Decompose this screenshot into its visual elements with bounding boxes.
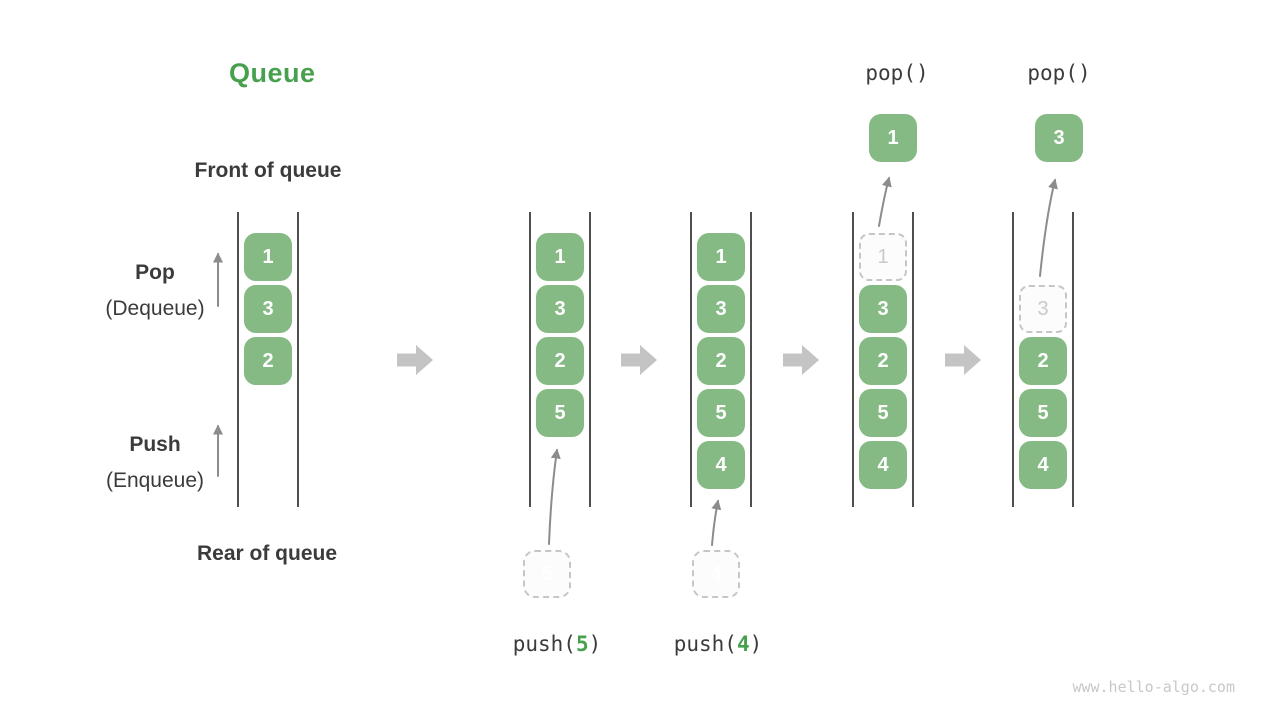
step-arrow-icon: [783, 345, 819, 375]
queue-item-box: 4: [697, 441, 745, 489]
queue-item-box: 5: [1019, 389, 1067, 437]
incoming-item-ghost: 4: [692, 550, 740, 598]
front-of-queue-label: Front of queue: [194, 159, 342, 182]
rear-of-queue-label: Rear of queue: [196, 542, 338, 565]
step-arrow-icon: [397, 345, 433, 375]
push-operation-label: push(4): [618, 632, 818, 656]
watermark: www.hello-algo.com: [1072, 678, 1235, 696]
push-label: Push: [129, 433, 181, 456]
queue-item-box: 4: [1019, 441, 1067, 489]
popped-item-box: 3: [1035, 114, 1083, 162]
queue-item-box: 2: [244, 337, 292, 385]
pop-operation-label: pop(): [865, 61, 929, 85]
queue-item-box: 2: [536, 337, 584, 385]
dequeued-slot-ghost: 1: [859, 233, 907, 281]
queue-item-box: 5: [859, 389, 907, 437]
queue-item-box: 1: [536, 233, 584, 281]
push-call-prefix: push(: [512, 632, 576, 656]
pop-operation-label: pop(): [1027, 61, 1091, 85]
queue-item-box: 3: [697, 285, 745, 333]
incoming-item-ghost: 5: [523, 550, 571, 598]
queue-state-2: 1 3 2 5: [529, 212, 591, 507]
enqueue-sublabel: (Enqueue): [105, 469, 205, 492]
step-arrow-icon: [945, 345, 981, 375]
push-operation-label: push(5): [457, 632, 657, 656]
queue-item-box: 1: [244, 233, 292, 281]
queue-state-1: 1 3 2: [237, 212, 299, 507]
queue-item-box: 5: [536, 389, 584, 437]
pop-label: Pop: [135, 261, 175, 284]
queue-item-box: 2: [859, 337, 907, 385]
queue-item-box: 2: [1019, 337, 1067, 385]
push-call-arg: 5: [575, 632, 589, 656]
diagram-title: Queue: [229, 58, 316, 88]
push-call-suffix: ): [588, 632, 602, 656]
queue-state-5: 3 2 5 4: [1012, 212, 1074, 507]
queue-item-box: 5: [697, 389, 745, 437]
push-call-arg: 4: [736, 632, 750, 656]
dequeued-slot-ghost: 3: [1019, 285, 1067, 333]
queue-item-box: 4: [859, 441, 907, 489]
dequeue-sublabel: (Dequeue): [105, 297, 205, 320]
push-call-prefix: push(: [673, 632, 737, 656]
popped-item-box: 1: [869, 114, 917, 162]
queue-item-box: 3: [859, 285, 907, 333]
step-arrow-icon: [621, 345, 657, 375]
queue-item-box: 3: [536, 285, 584, 333]
push-arrow: [711, 499, 722, 546]
queue-state-3: 1 3 2 5 4: [690, 212, 752, 507]
queue-item-box: 2: [697, 337, 745, 385]
queue-item-box: 1: [697, 233, 745, 281]
queue-item-box: 3: [244, 285, 292, 333]
queue-state-4: 1 3 2 5 4: [852, 212, 914, 507]
push-call-suffix: ): [749, 632, 763, 656]
